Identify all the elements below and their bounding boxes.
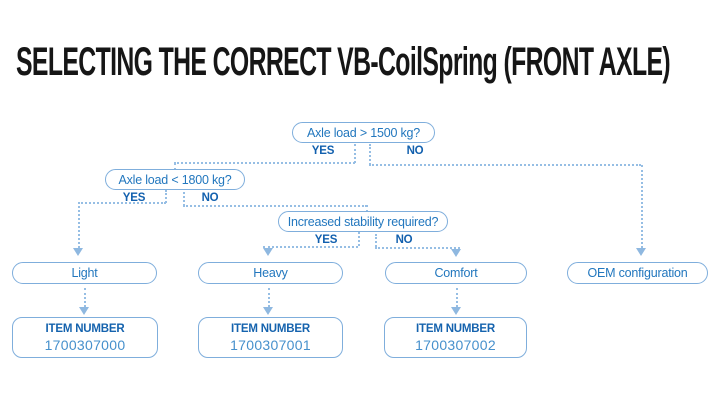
option-box-comfort: Comfort: [385, 262, 527, 284]
connector-line: [369, 164, 641, 166]
connector-line: [358, 232, 360, 246]
option-label: Light: [71, 266, 98, 280]
decision-box-increased-stability: Increased stability required?: [278, 211, 448, 232]
option-box-heavy: Heavy: [198, 262, 343, 284]
no-label-d3: NO: [395, 234, 413, 246]
no-label-d2: NO: [201, 192, 219, 204]
item-box-1: ITEM NUMBER 1700307000: [12, 317, 158, 358]
decision-label: Increased stability required?: [287, 214, 439, 229]
option-label: Comfort: [434, 266, 478, 280]
connector-line: [183, 205, 367, 207]
connector-line: [456, 288, 458, 307]
connector-line: [369, 144, 371, 165]
option-label: Heavy: [253, 266, 288, 280]
item-number-header: ITEM NUMBER: [416, 322, 495, 335]
yes-label-d2: YES: [122, 192, 146, 204]
yes-label-d1: YES: [311, 145, 335, 157]
arrow-down-icon: [73, 248, 83, 256]
connector-line: [165, 190, 167, 203]
connector-line: [375, 234, 377, 247]
item-number-value: 1700307000: [44, 336, 126, 353]
connector-line: [366, 205, 368, 212]
connector-line: [84, 288, 86, 307]
connector-line: [183, 192, 185, 206]
arrow-down-icon: [79, 307, 89, 315]
decision-box-axle-load-1800: Axle load < 1800 kg?: [105, 169, 245, 190]
decision-label: Axle load > 1500 kg?: [306, 125, 421, 140]
item-number-value: 1700307002: [415, 336, 496, 353]
arrow-down-icon: [636, 248, 646, 256]
connector-line: [641, 165, 643, 248]
arrow-down-icon: [451, 249, 461, 257]
connector-line: [78, 202, 80, 248]
item-box-2: ITEM NUMBER 1700307001: [198, 317, 343, 358]
option-label: OEM configuration: [587, 266, 688, 280]
arrow-down-icon: [451, 307, 461, 315]
option-box-light: Light: [12, 262, 157, 284]
decision-box-axle-load-1500: Axle load > 1500 kg?: [292, 122, 435, 143]
item-box-3: ITEM NUMBER 1700307002: [384, 317, 527, 358]
option-box-oem-configuration: OEM configuration: [567, 262, 708, 284]
item-number-value: 1700307001: [230, 336, 311, 353]
arrow-down-icon: [263, 307, 273, 315]
item-number-header: ITEM NUMBER: [231, 322, 310, 335]
page-title: SELECTING THE CORRECT VB-CoilSpring (FRO…: [16, 40, 671, 84]
decision-label: Axle load < 1800 kg?: [118, 172, 232, 187]
connector-line: [174, 163, 176, 170]
connector-line: [263, 246, 358, 248]
no-label-d1: NO: [406, 145, 424, 157]
connector-line: [375, 247, 460, 249]
connector-line: [354, 144, 356, 163]
arrow-down-icon: [263, 248, 273, 256]
yes-label-d3: YES: [314, 234, 338, 246]
item-number-header: ITEM NUMBER: [45, 322, 125, 335]
connector-line: [268, 288, 270, 307]
connector-line: [174, 162, 355, 164]
connector-line: [78, 202, 166, 204]
